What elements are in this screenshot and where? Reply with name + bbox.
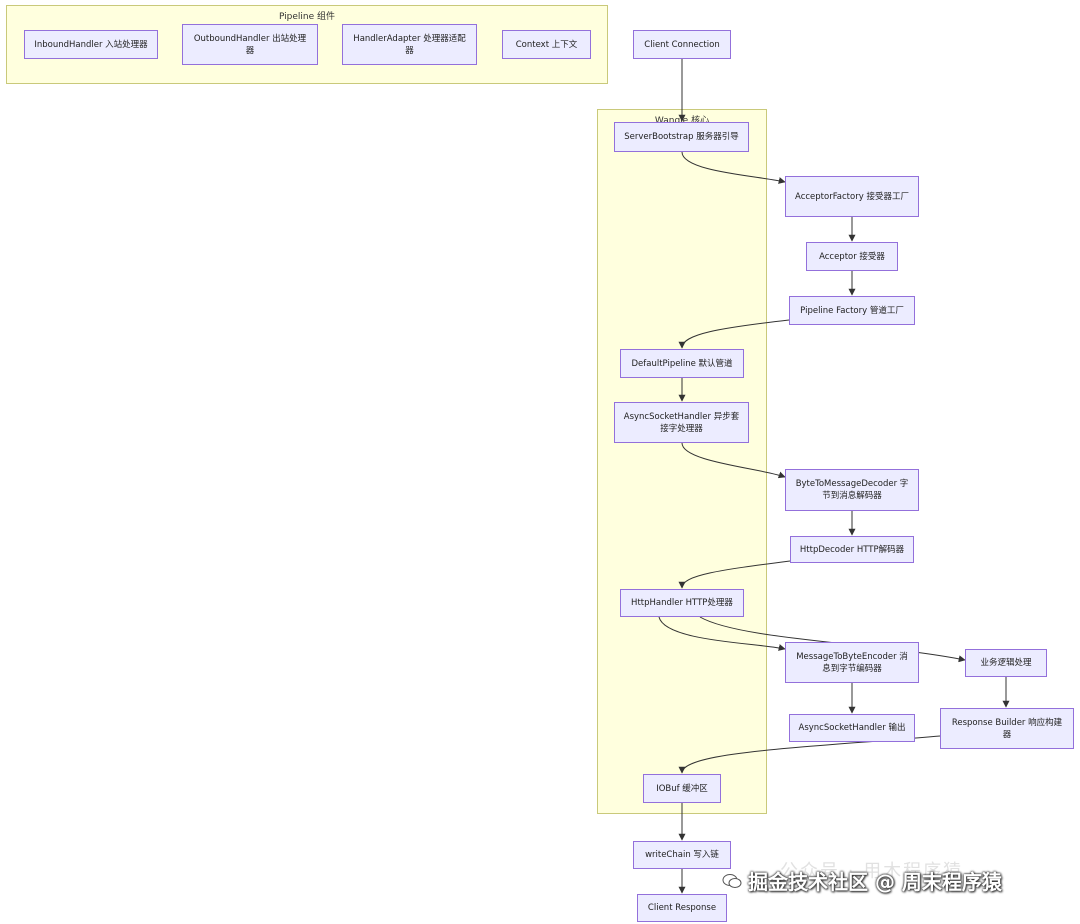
node-async-socket-handler: AsyncSocketHandler 异步套接字处理器: [614, 402, 749, 443]
node-byte-to-message-decoder: ByteToMessageDecoder 字节到消息解码器: [785, 469, 919, 511]
node-outbound-handler: OutboundHandler 出站处理器: [182, 24, 318, 65]
watermark-text: 掘金技术社区 @ 周末程序猿: [748, 870, 1002, 894]
node-write-chain: writeChain 写入链: [633, 841, 731, 869]
node-business-logic: 业务逻辑处理: [965, 649, 1047, 677]
edge-http-handler-to-msg-encoder: [658, 616, 786, 651]
cluster-pipeline-label: Pipeline 组件: [278, 12, 336, 22]
edge-bootstrap-to-acceptor-factory: [681, 151, 786, 184]
node-response-builder: Response Builder 响应构建器: [940, 708, 1074, 749]
node-server-bootstrap: ServerBootstrap 服务器引导: [614, 122, 749, 152]
watermark: 掘金技术社区 @ 周末程序猿: [722, 866, 1002, 895]
edge-http-decoder-to-http-handler: [678, 560, 791, 589]
node-inbound-handler: InboundHandler 入站处理器: [24, 30, 158, 59]
node-context: Context 上下文: [502, 30, 591, 59]
node-client-response: Client Response: [637, 894, 727, 922]
edge-http-handler-to-business: [699, 616, 966, 663]
node-http-decoder: HttpDecoder HTTP解码器: [790, 536, 914, 563]
node-handler-adapter: HandlerAdapter 处理器适配器: [342, 24, 477, 65]
node-iobuf: IOBuf 缓冲区: [643, 774, 721, 803]
node-http-handler: HttpHandler HTTP处理器: [620, 589, 744, 617]
node-message-to-byte-encoder: MessageToByteEncoder 消息到字节编码器: [785, 642, 919, 683]
node-acceptor: Acceptor 接受器: [806, 242, 898, 271]
cluster-wangle-core: Wangle 核心: [597, 109, 767, 814]
watermark-faint-text: 公众号 · 用木程序猿: [780, 861, 964, 882]
node-client-connection: Client Connection: [633, 30, 731, 59]
node-async-socket-output: AsyncSocketHandler 输出: [789, 714, 915, 742]
edge-pipeline-factory-to-default-pipeline: [678, 319, 790, 349]
node-acceptor-factory: AcceptorFactory 接受器工厂: [785, 176, 919, 217]
node-pipeline-factory: Pipeline Factory 管道工厂: [789, 296, 915, 325]
wechat-icon: [722, 873, 742, 888]
edge-async-socket-to-byte-decoder: [681, 442, 786, 479]
node-default-pipeline: DefaultPipeline 默认管道: [620, 349, 744, 378]
